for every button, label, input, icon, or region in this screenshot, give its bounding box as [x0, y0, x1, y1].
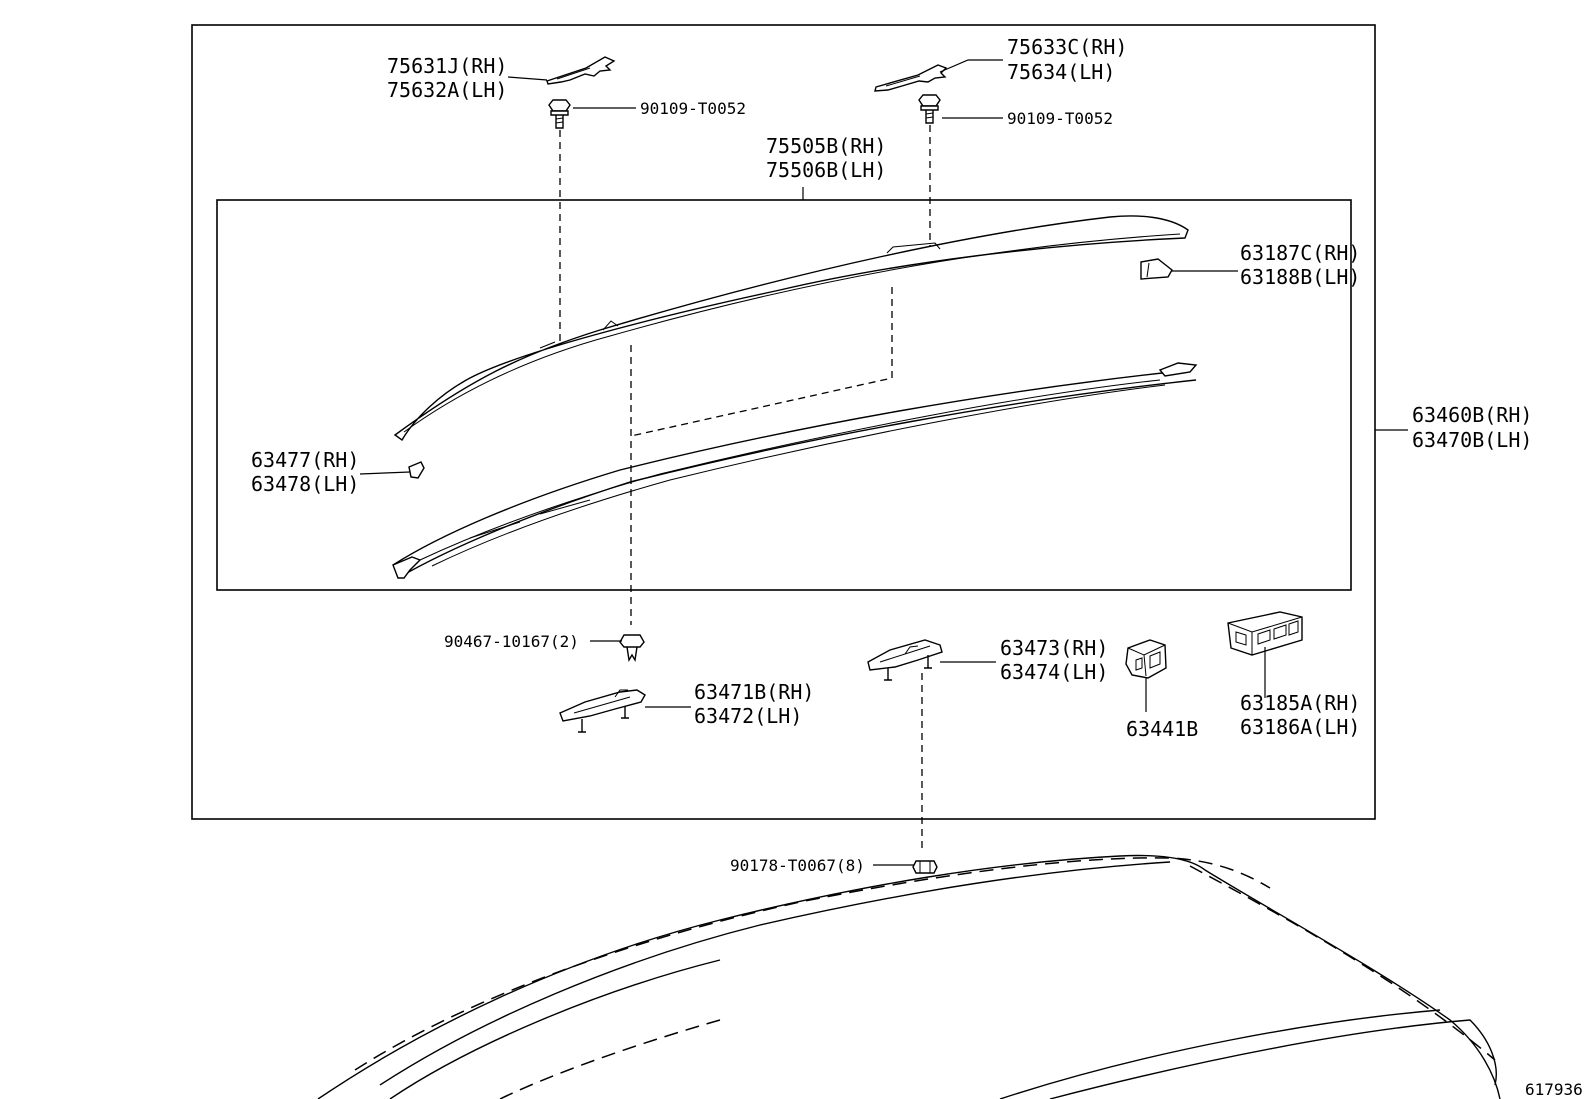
label-75634-lh: 75634(LH) — [1007, 60, 1115, 84]
label-clip-90467: 90467-10167(2) — [444, 632, 579, 651]
label-bolt-left: 90109-T0052 — [640, 99, 746, 118]
label-63185-rh: 63185A(RH) — [1240, 691, 1360, 715]
part-75505-roof-rail[interactable] — [393, 215, 1189, 442]
vehicle-roof-outline — [317, 854, 1501, 1099]
label-63441: 63441B — [1126, 717, 1198, 741]
nut-90178[interactable] — [912, 860, 938, 874]
part-63187-end-cap[interactable] — [1140, 258, 1173, 280]
part-63473-bracket[interactable] — [867, 639, 943, 681]
diagram-id: 617936 — [1525, 1080, 1583, 1099]
label-nut-90178: 90178-T0067(8) — [730, 856, 865, 875]
label-63473-rh: 63473(RH) — [1000, 636, 1108, 660]
label-63478-lh: 63478(LH) — [251, 472, 359, 496]
label-75506-lh: 75506B(LH) — [766, 158, 886, 182]
leader-75631 — [507, 76, 548, 81]
label-63460-rh: 63460B(RH) — [1412, 403, 1532, 427]
label-75633-rh: 75633C(RH) — [1007, 35, 1127, 59]
label-75632-lh: 75632A(LH) — [387, 78, 507, 102]
part-75633-cover[interactable] — [874, 64, 948, 92]
assembly-frame-inner — [216, 199, 1352, 591]
label-63471-rh: 63471B(RH) — [694, 680, 814, 704]
label-75505-rh: 75505B(RH) — [766, 134, 886, 158]
part-63185-clip-block[interactable] — [1227, 611, 1303, 656]
label-63186-lh: 63186A(LH) — [1240, 715, 1360, 739]
label-63477-rh: 63477(RH) — [251, 448, 359, 472]
leader-75633 — [939, 59, 1003, 73]
part-63460-rail-base[interactable] — [392, 362, 1198, 579]
part-75631-cover[interactable] — [546, 56, 616, 85]
label-75631-rh: 75631J(RH) — [387, 54, 507, 78]
label-63188-lh: 63188B(LH) — [1240, 265, 1360, 289]
bolt-90109-right[interactable] — [918, 94, 941, 124]
part-63477-end-piece[interactable] — [408, 461, 425, 479]
leader-63477 — [359, 471, 411, 475]
assembly-frame-outer — [191, 24, 1376, 820]
part-63441-clip-block[interactable] — [1125, 639, 1167, 679]
label-63470-lh: 63470B(LH) — [1412, 428, 1532, 452]
bolt-90109-left[interactable] — [548, 99, 571, 129]
label-63472-lh: 63472(LH) — [694, 704, 802, 728]
label-bolt-right: 90109-T0052 — [1007, 109, 1113, 128]
part-63471-bracket[interactable] — [559, 689, 646, 733]
clip-90467[interactable] — [619, 634, 645, 663]
label-63187-rh: 63187C(RH) — [1240, 241, 1360, 265]
assembly-line-mid — [630, 287, 893, 437]
label-63474-lh: 63474(LH) — [1000, 660, 1108, 684]
